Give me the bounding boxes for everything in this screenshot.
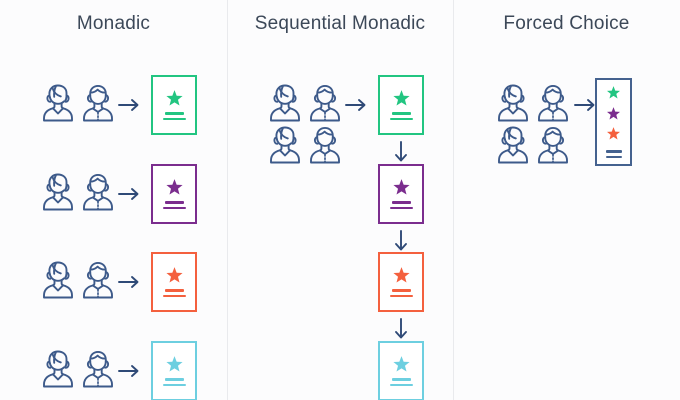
card-text-lines xyxy=(162,112,186,120)
person-female-icon xyxy=(38,170,78,212)
person-male-icon xyxy=(78,81,118,123)
flow-arrow-down-3 xyxy=(393,318,409,340)
concept-card-monadic-1[interactable] xyxy=(151,75,197,135)
flow-arrow-down-1 xyxy=(393,141,409,163)
respondent-group-sequential-monadic xyxy=(265,81,351,165)
respondent-group-monadic-4 xyxy=(38,347,124,389)
concept-card-monadic-2[interactable] xyxy=(151,164,197,224)
column-sequential-monadic: Sequential Monadic xyxy=(227,0,453,400)
card-text-lines xyxy=(389,289,413,297)
flow-arrow-down-2 xyxy=(393,230,409,252)
concept-card-sequential-3[interactable] xyxy=(378,252,424,312)
person-female-icon xyxy=(38,81,78,123)
person-female-icon xyxy=(38,347,78,389)
column-forced-choice: Forced Choice xyxy=(453,0,680,400)
person-female-icon xyxy=(493,123,533,165)
flow-arrow-right-monadic-1 xyxy=(118,97,140,113)
respondent-group-monadic-3 xyxy=(38,258,124,300)
concept-card-monadic-3[interactable] xyxy=(151,252,197,312)
forced-choice-card[interactable] xyxy=(595,78,632,166)
card-text-lines xyxy=(162,201,186,209)
concept-card-sequential-4[interactable] xyxy=(378,341,424,400)
column-title-monadic: Monadic xyxy=(76,13,151,34)
person-male-icon xyxy=(305,123,345,165)
flow-arrow-right-forced-choice xyxy=(574,97,596,113)
column-title-sequential-monadic: Sequential Monadic xyxy=(254,13,426,34)
flow-arrow-right-monadic-3 xyxy=(118,274,140,290)
column-divider-2 xyxy=(453,0,454,400)
flow-arrow-right-monadic-2 xyxy=(118,186,140,202)
person-male-icon xyxy=(533,81,573,123)
respondent-group-forced-choice xyxy=(493,81,579,165)
person-male-icon xyxy=(533,123,573,165)
flow-arrow-right-sequential xyxy=(345,97,367,113)
card-text-lines xyxy=(389,112,413,120)
respondent-group-monadic-2 xyxy=(38,170,124,212)
concept-card-sequential-1[interactable] xyxy=(378,75,424,135)
column-monadic: Monadic xyxy=(0,0,227,400)
respondent-group-monadic-1 xyxy=(38,81,124,123)
concept-card-monadic-4[interactable] xyxy=(151,341,197,400)
column-title-forced-choice: Forced Choice xyxy=(503,13,630,34)
card-text-lines xyxy=(389,378,413,386)
person-female-icon xyxy=(493,81,533,123)
concept-card-sequential-2[interactable] xyxy=(378,164,424,224)
card-text-lines xyxy=(162,378,186,386)
person-male-icon xyxy=(78,258,118,300)
person-male-icon xyxy=(78,347,118,389)
column-divider-1 xyxy=(227,0,228,400)
person-female-icon xyxy=(265,123,305,165)
card-text-lines xyxy=(389,201,413,209)
flow-arrow-right-monadic-4 xyxy=(118,363,140,379)
card-text-lines xyxy=(162,289,186,297)
card-text-lines xyxy=(605,150,622,159)
person-male-icon xyxy=(305,81,345,123)
person-female-icon xyxy=(38,258,78,300)
person-female-icon xyxy=(265,81,305,123)
person-male-icon xyxy=(78,170,118,212)
